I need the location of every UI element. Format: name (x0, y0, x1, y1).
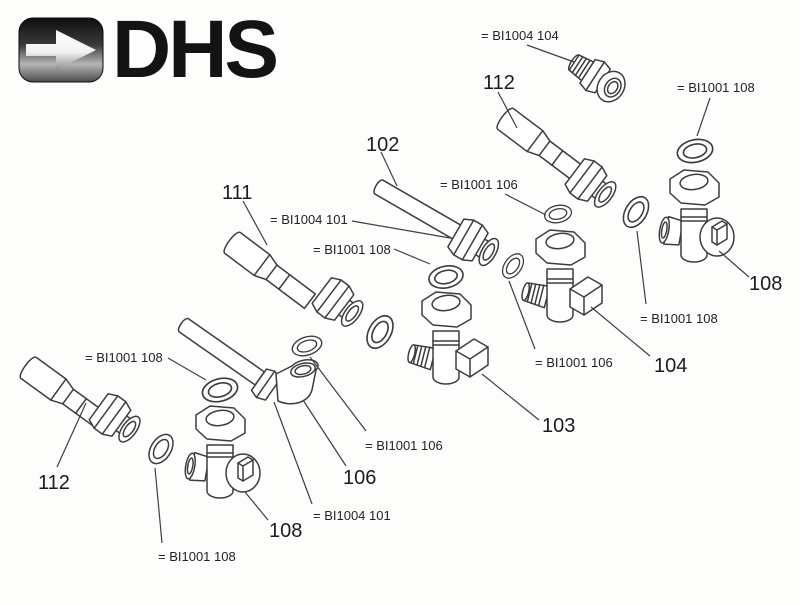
leader-line (302, 399, 347, 467)
leader-line (696, 97, 711, 137)
leader-lines (56, 44, 750, 544)
washer-valve-108-top-right (674, 135, 716, 167)
callout-bi1001-108-right: = BI1001 108 (640, 311, 718, 326)
leader-line (351, 220, 451, 239)
callout-bi1001-106-mid: = BI1001 106 (440, 177, 518, 192)
callout-106: 106 (343, 467, 376, 489)
leader-line (636, 230, 647, 305)
callout-bi1001-108-midleft: = BI1001 108 (313, 242, 391, 257)
callout-bi1004-101-mid: = BI1004 101 (270, 212, 348, 227)
leader-line (481, 373, 540, 421)
o-ring-valve-104-inlet (497, 249, 529, 283)
leader-line (242, 200, 268, 246)
callout-bi1001-108-left: = BI1001 108 (85, 350, 163, 365)
dhs-logo: DHS (18, 4, 279, 95)
leader-line (504, 193, 547, 216)
callout-bi1001-106-right: = BI1001 106 (535, 355, 613, 370)
union-nut-pipe-111 (309, 273, 371, 335)
callout-111: 111 (222, 182, 252, 204)
compression-coupling (561, 45, 632, 109)
callout-112-bottomleft: 112 (38, 472, 70, 494)
valve-104 (519, 229, 603, 323)
callout-bi1001-106-center: = BI1001 106 (365, 438, 443, 453)
ring-above-valve-104 (542, 202, 574, 226)
leader-line (497, 91, 518, 129)
leader-line (526, 44, 575, 63)
arrow-icon (18, 17, 104, 83)
valve-108-top-right (656, 169, 735, 263)
elbow-tail-tube (175, 316, 266, 386)
callout-bi1004-104: = BI1004 104 (481, 28, 559, 43)
brand-text: DHS (112, 4, 279, 95)
callout-112-top: 112 (483, 72, 515, 94)
elbow-fitting-106 (250, 358, 319, 405)
valve-108-bottom (182, 405, 261, 499)
ring-pipe-112-bottom (143, 429, 179, 469)
leader-line (154, 467, 163, 544)
leader-line (309, 356, 367, 432)
leader-line (273, 401, 313, 505)
ring-pipe-112-top (617, 191, 655, 233)
callout-102: 102 (366, 134, 399, 156)
leader-line (508, 280, 536, 350)
leader-line (167, 357, 207, 381)
pipe-111 (220, 229, 319, 313)
leader-line (590, 306, 651, 357)
callout-bi1004-101-bottom: = BI1004 101 (313, 508, 391, 523)
washer-elbow-connection (289, 332, 325, 360)
callout-bi1001-108-topright: = BI1001 108 (677, 80, 755, 95)
callout-108-bottom: 108 (269, 520, 302, 542)
leader-line (718, 250, 750, 278)
valve-103 (405, 291, 489, 385)
washer-above-valve-103 (426, 262, 466, 292)
o-ring-center (360, 310, 400, 354)
leader-line (244, 491, 269, 521)
callout-103: 103 (542, 415, 575, 437)
union-nut-pipe-112-bottom (86, 389, 148, 451)
callout-bi1001-108-bottom: = BI1001 108 (158, 549, 236, 564)
washer-above-valve-108-bottom (198, 373, 242, 407)
leader-line (393, 248, 431, 265)
leader-line (56, 402, 87, 468)
callout-104: 104 (654, 355, 687, 377)
callout-108-topright: 108 (749, 273, 782, 295)
leader-line (380, 151, 398, 187)
